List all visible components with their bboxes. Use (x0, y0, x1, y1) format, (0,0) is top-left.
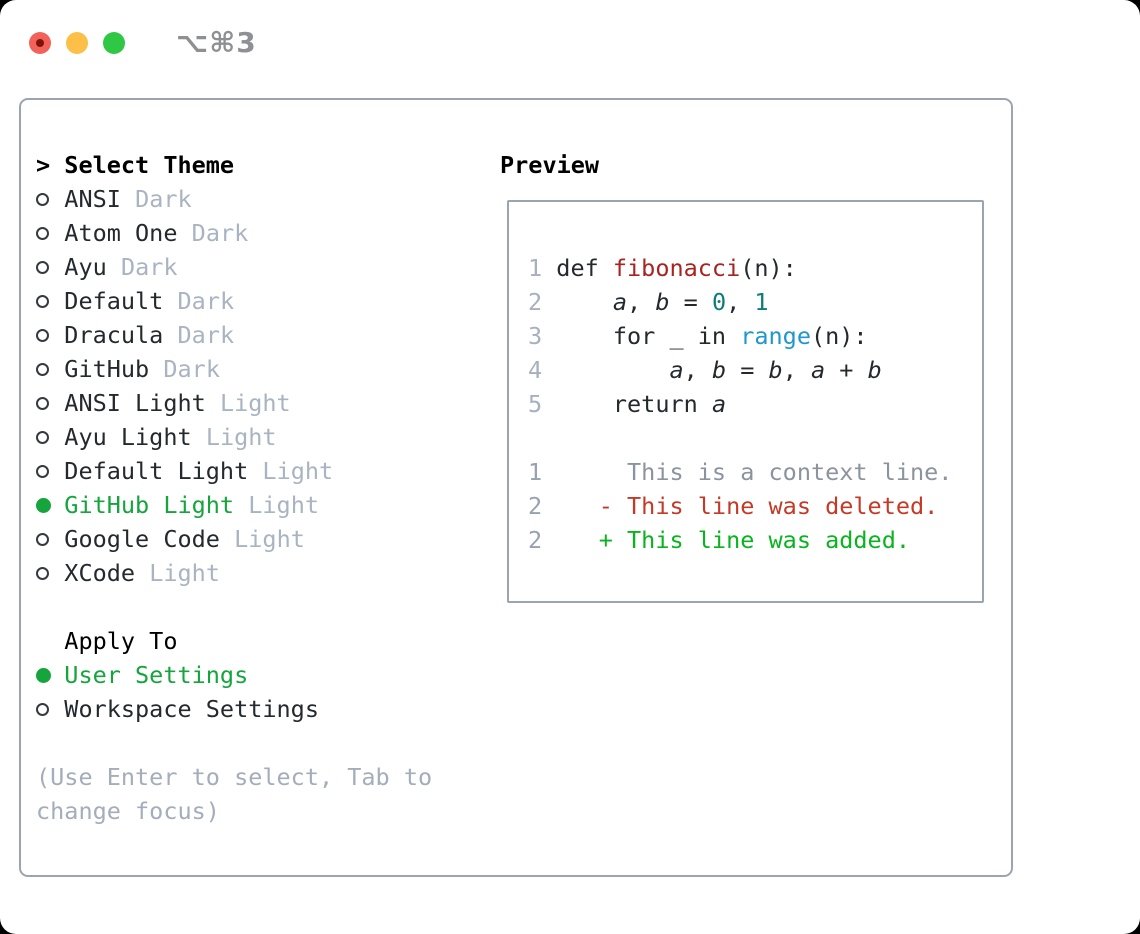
radio-icon (36, 328, 49, 342)
preview-label: Preview (500, 151, 600, 179)
zoom-button[interactable] (103, 31, 125, 54)
option-label: Ayu Light (64, 423, 192, 451)
variant-tag: Light (262, 457, 334, 485)
theme-option[interactable]: XCode Light (36, 556, 486, 590)
code-line: 1 This is a context line. (528, 455, 982, 489)
variant-tag: Light (205, 423, 277, 451)
apply-to-header: Apply To (36, 624, 486, 658)
apply-to-label: Apply To (64, 627, 178, 655)
radio-icon (36, 532, 49, 546)
close-button[interactable] (29, 31, 51, 54)
code-line: 4 a, b = b, a + b (528, 353, 982, 387)
code-line: 2 a, b = 0, 1 (528, 285, 982, 319)
option-label: ANSI (64, 185, 121, 213)
line-number: 3 (528, 322, 543, 350)
variant-tag: Dark (120, 253, 178, 281)
variant-tag: Dark (177, 321, 235, 349)
option-label: Atom One (64, 219, 178, 247)
line-number: 2 (528, 288, 543, 316)
option-label: Dracula (64, 321, 164, 349)
theme-option[interactable]: ANSI Light Light (36, 386, 486, 420)
variant-tag: Light (248, 491, 320, 519)
option-label: GitHub (64, 355, 150, 383)
line-number: 2 (528, 492, 543, 520)
theme-option[interactable]: GitHub Light Light (36, 488, 486, 522)
variant-tag: Light (149, 559, 220, 587)
line-number: 1 (528, 254, 543, 282)
radio-icon (36, 260, 49, 274)
line-number: 4 (528, 356, 543, 384)
option-label: GitHub Light (64, 491, 235, 519)
theme-option[interactable]: ANSI Dark (36, 182, 486, 216)
theme-option[interactable]: Dracula Dark (36, 318, 486, 352)
radio-icon (36, 702, 49, 716)
window-title: ⌥⌘3 (176, 26, 257, 59)
theme-option[interactable]: Default Dark (36, 284, 486, 318)
minimize-button[interactable] (66, 31, 88, 54)
titlebar: ⌥⌘3 (29, 26, 257, 59)
code-line: 2 - This line was deleted. (528, 489, 982, 523)
line-number: 5 (528, 390, 543, 418)
radio-icon (36, 294, 49, 308)
radio-icon (36, 192, 49, 206)
theme-option[interactable]: Ayu Light Light (36, 420, 486, 454)
radio-icon (36, 566, 49, 580)
theme-option[interactable]: Default Light Light (36, 454, 486, 488)
line-number: 1 (528, 458, 543, 486)
select-theme-label: Select Theme (64, 151, 235, 179)
option-label: User Settings (64, 661, 249, 689)
radio-icon (36, 396, 49, 410)
line-number: 2 (528, 526, 543, 554)
radio-icon (36, 464, 49, 478)
code-line: 5 return a (528, 387, 982, 421)
apply-option[interactable]: User Settings (36, 658, 486, 692)
option-label: Ayu (64, 253, 107, 281)
code-line: 3 for _ in range(n): (528, 319, 982, 353)
variant-tag: Light (219, 389, 291, 417)
apply-option[interactable]: Workspace Settings (36, 692, 486, 726)
theme-option[interactable]: Google Code Light (36, 522, 486, 556)
variant-tag: Dark (191, 219, 249, 247)
radio-selected-icon (36, 497, 51, 513)
prompt-icon: > (36, 151, 51, 179)
radio-icon (36, 226, 49, 240)
select-theme-header: > Select Theme (36, 148, 486, 182)
code-line: 2 + This line was added. (528, 523, 982, 557)
radio-icon (36, 362, 49, 376)
option-label: ANSI Light (64, 389, 206, 417)
option-label: Default (64, 287, 164, 315)
code-line (528, 421, 982, 455)
variant-tag: Dark (177, 287, 235, 315)
theme-option[interactable]: GitHub Dark (36, 352, 486, 386)
variant-tag: Dark (163, 355, 220, 383)
option-label: Workspace Settings (64, 695, 319, 723)
variant-tag: Light (234, 525, 305, 553)
option-label: Google Code (64, 525, 220, 553)
radio-icon (36, 430, 49, 444)
variant-tag: Dark (135, 185, 192, 213)
help-text: (Use Enter to select, Tab to change focu… (36, 763, 433, 825)
theme-option[interactable]: Ayu Dark (36, 250, 486, 284)
radio-selected-icon (36, 667, 51, 683)
option-label: Default Light (64, 457, 249, 485)
theme-option[interactable]: Atom One Dark (36, 216, 486, 250)
option-label: XCode (64, 559, 136, 587)
